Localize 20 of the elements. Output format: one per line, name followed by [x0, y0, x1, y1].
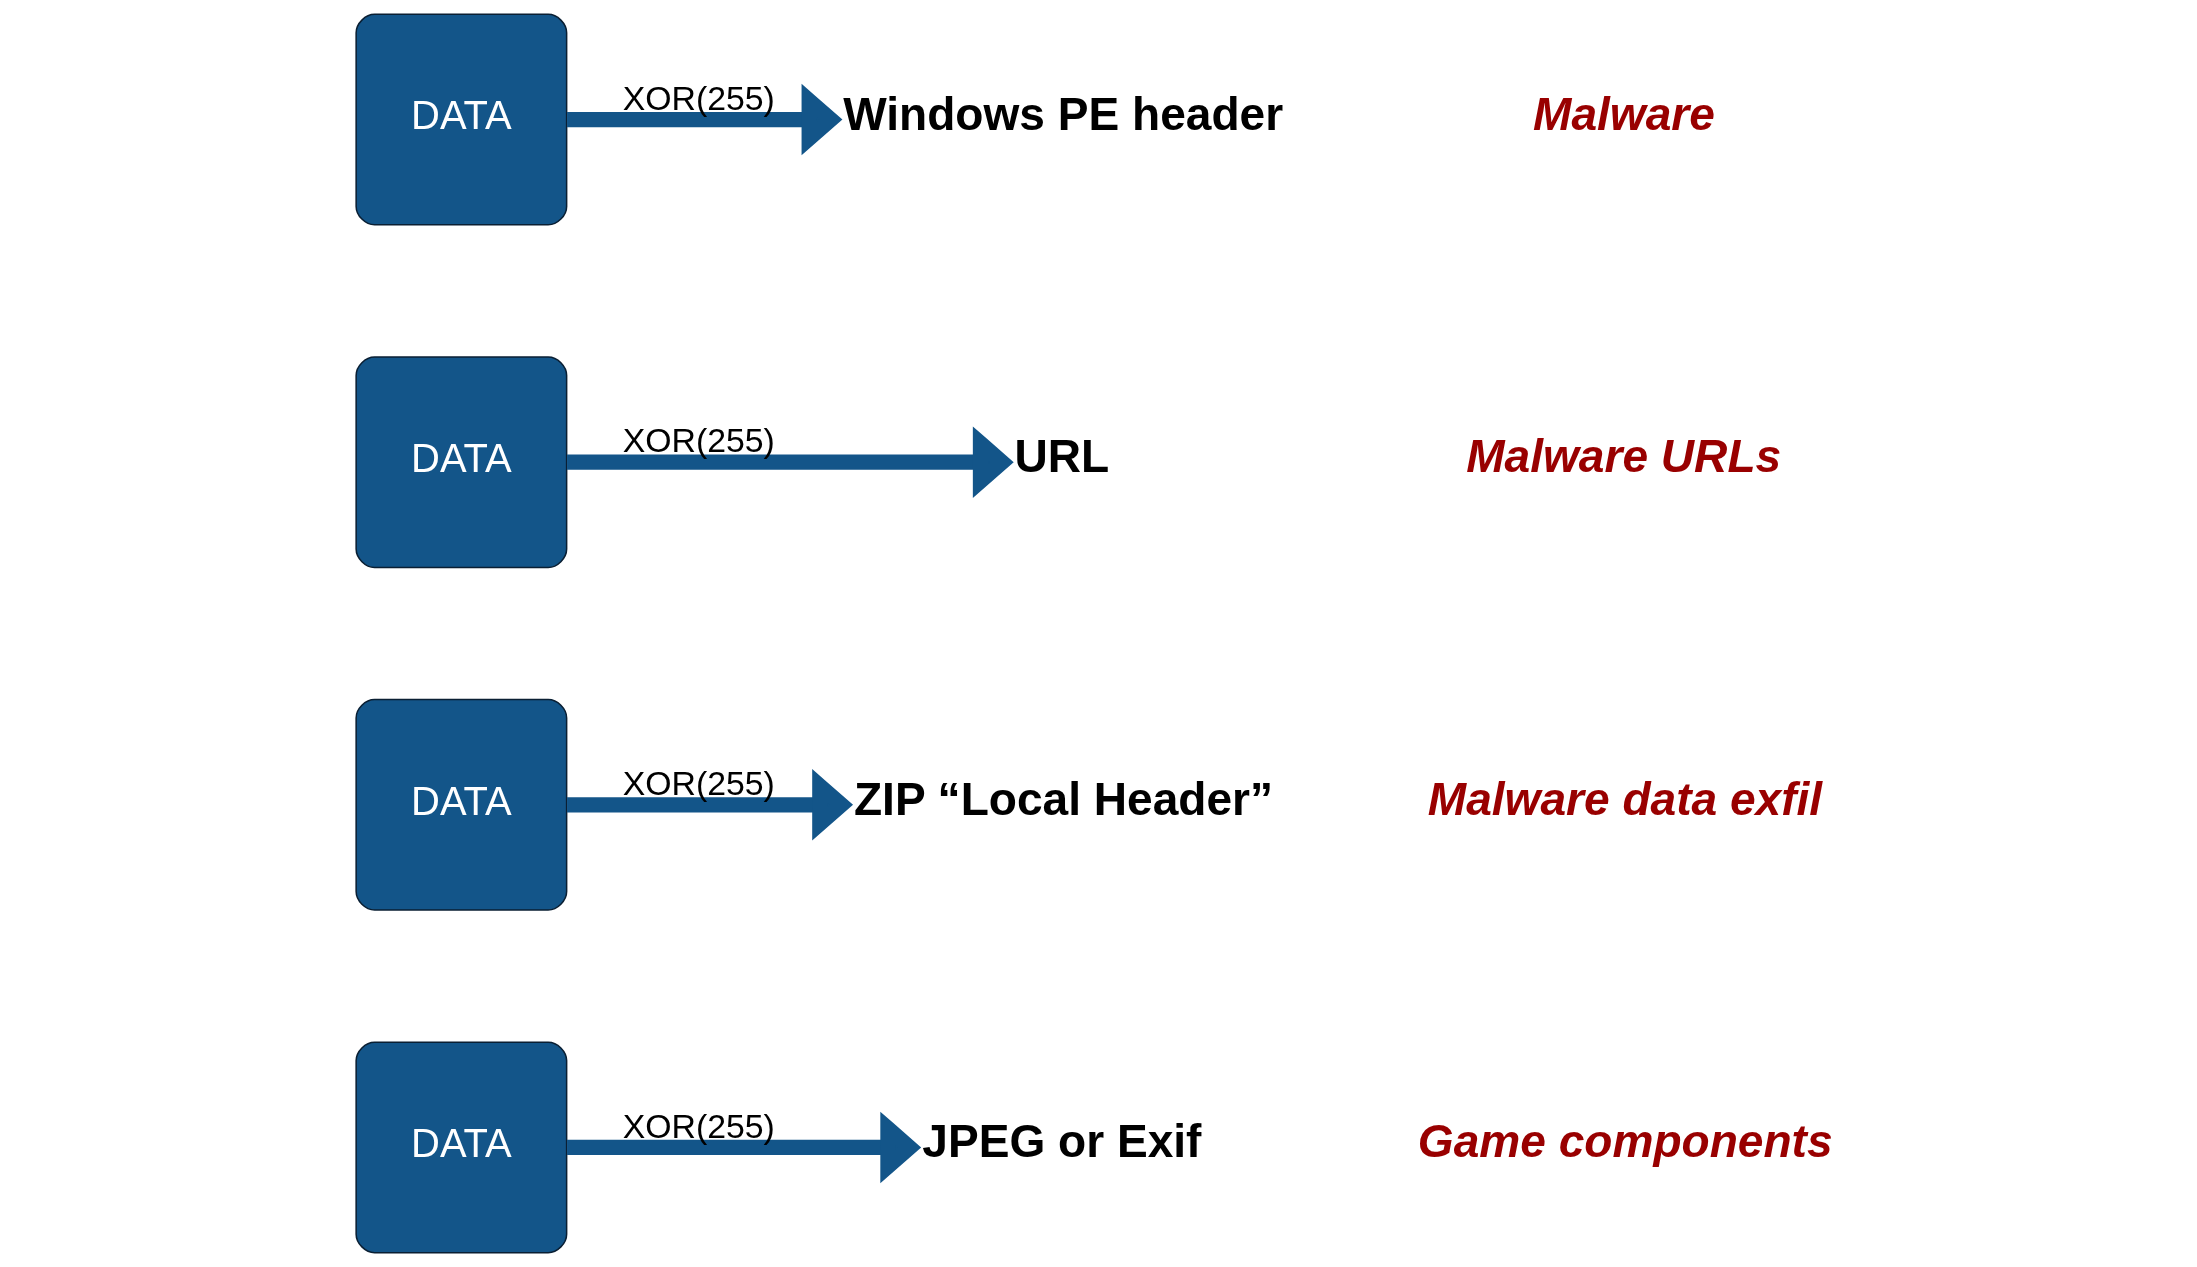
arrow [566, 83, 842, 156]
node-box: DATA [354, 1041, 567, 1254]
label: Game components [1417, 1115, 1833, 1168]
arrow [566, 1111, 921, 1184]
node-box: DATA [354, 356, 567, 569]
node-text: Windows PE header [842, 87, 1283, 140]
edge-label: XOR(255) [622, 763, 775, 802]
edge-label: XOR(255) [622, 1106, 775, 1145]
node-box: DATA [354, 13, 567, 226]
node-box: DATA [354, 698, 567, 911]
node-text: URL [1014, 430, 1109, 483]
label: Malware data exfil [1427, 772, 1822, 825]
edge-label: XOR(255) [622, 78, 775, 117]
arrow [566, 769, 853, 841]
node-text: ZIP “Local Header” [853, 772, 1273, 825]
label: Malware [1532, 87, 1715, 140]
edge-label: XOR(255) [622, 421, 775, 460]
arrow [566, 426, 1014, 498]
node-text: JPEG or Exif [921, 1115, 1201, 1168]
label: Malware URLs [1465, 430, 1781, 483]
